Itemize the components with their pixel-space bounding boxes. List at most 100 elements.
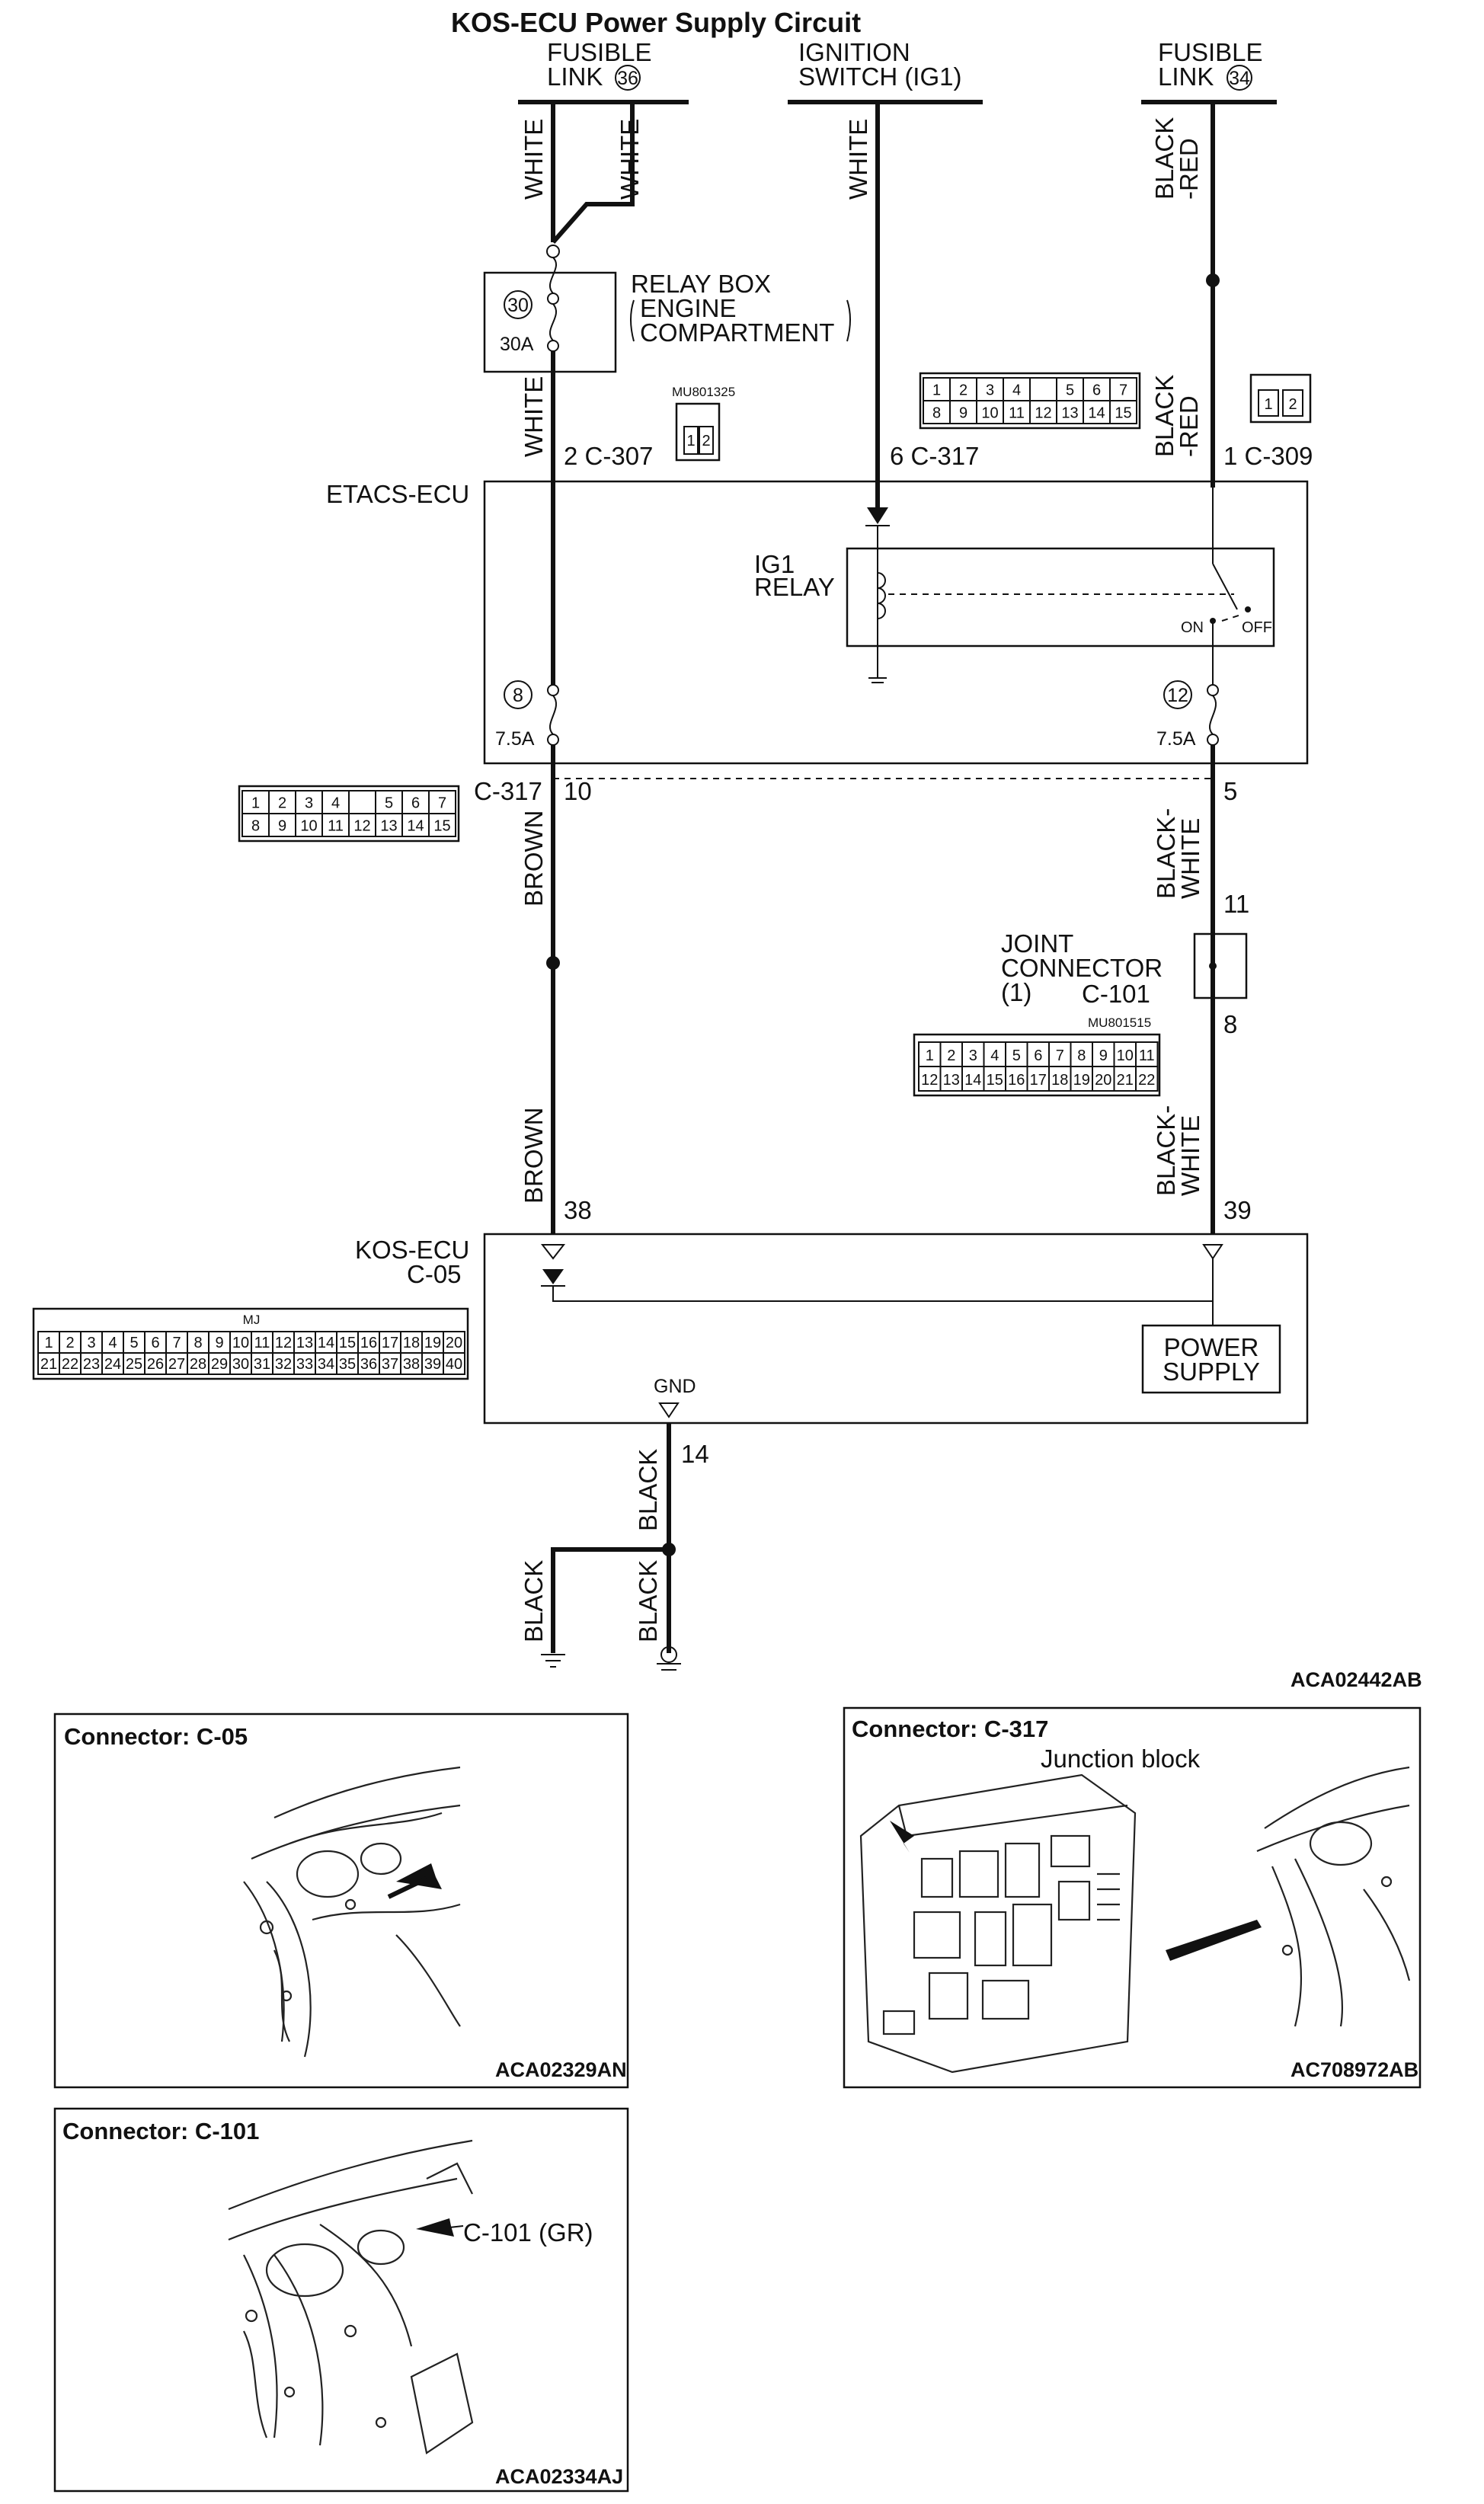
connector-pin-label: 3 — [305, 795, 313, 812]
connector-pin-label: 12 — [1035, 405, 1051, 422]
connector-pin-label: 5 — [1012, 1047, 1021, 1064]
connector-pin-label: 8 — [1077, 1047, 1086, 1064]
svg-text:Connector: C-05: Connector: C-05 — [64, 1723, 248, 1750]
connector-pin-label: 12 — [275, 1335, 292, 1351]
svg-text:1: 1 — [686, 433, 695, 449]
dashboard-illustration — [243, 1766, 461, 2058]
connector-pin-label: 36 — [360, 1356, 377, 1373]
connector-pin-cell — [428, 813, 456, 837]
connector-pin-label: 18 — [403, 1335, 420, 1351]
svg-text:36: 36 — [617, 68, 638, 89]
connector-pin-cell — [1029, 377, 1057, 401]
connector-pin-label: 5 — [130, 1335, 138, 1351]
connector-pin-label: 18 — [1051, 1072, 1068, 1089]
panel-connector-c101: Connector: C-101 C-101 (GR) ACA02334AJ — [53, 2107, 629, 2493]
connector-pin-label: 11 — [1009, 405, 1025, 422]
etacs-ecu: ETACS-ECU IG1 RELAY ON OFF 8 7.5A — [326, 480, 1309, 765]
connector-pin-label: 9 — [959, 405, 967, 422]
panel-connector-c05: Connector: C-05 ACA02329AN — [53, 1713, 629, 2089]
svg-text:C-05: C-05 — [407, 1260, 462, 1288]
connector-pin-label: 5 — [385, 795, 393, 812]
connector-pin-cell — [1109, 400, 1137, 424]
connector-pin-label: 15 — [339, 1335, 356, 1351]
connector-pin-label: 17 — [382, 1335, 398, 1351]
svg-text:SUPPLY: SUPPLY — [1163, 1358, 1260, 1386]
console-illustration — [228, 2139, 474, 2454]
svg-text:WHITE: WHITE — [844, 119, 872, 200]
svg-text:FUSIBLE: FUSIBLE — [547, 38, 652, 66]
svg-text:LINK: LINK — [547, 62, 603, 91]
diagram-title: KOS-ECU Power Supply Circuit — [451, 7, 861, 38]
connector-pin-label: 20 — [446, 1335, 462, 1351]
pin-10: 10 — [564, 777, 592, 805]
pin-8: 8 — [1223, 1010, 1237, 1038]
connector-pin-label: 1 — [926, 1047, 934, 1064]
connector-pin-label: 32 — [275, 1356, 292, 1373]
connector-pin-label: 6 — [151, 1335, 159, 1351]
connector-pin-cell — [443, 1352, 465, 1375]
connector-pin-label: 20 — [1095, 1072, 1111, 1089]
connector-pin-label: 15 — [1115, 405, 1131, 422]
connector-pin-label: 3 — [87, 1335, 95, 1351]
connector-pin-label: 6 — [1092, 382, 1101, 399]
svg-text:RELAY: RELAY — [754, 573, 835, 601]
connector-pin-label: 9 — [1099, 1047, 1108, 1064]
connector-pin-label: 14 — [1088, 405, 1105, 422]
connector-pin-label: 6 — [1034, 1047, 1042, 1064]
pin-5: 5 — [1223, 777, 1237, 805]
connector-pin-label: 9 — [278, 818, 286, 835]
svg-text:FUSIBLE: FUSIBLE — [1158, 38, 1263, 66]
svg-text:IGNITION: IGNITION — [798, 38, 910, 66]
connector-pin-label: 11 — [1139, 1047, 1155, 1064]
svg-text:WHITE: WHITE — [520, 376, 548, 457]
connector-pin-label: 8 — [193, 1335, 202, 1351]
connector-pin-label: 4 — [1012, 382, 1021, 399]
figure-code-main: ACA02442AB — [1291, 1668, 1422, 1691]
svg-text:AC708972AB: AC708972AB — [1291, 2058, 1418, 2081]
connector-pin-label: 2 — [278, 795, 286, 812]
svg-text:C-101 (GR): C-101 (GR) — [463, 2218, 593, 2247]
svg-text:-RED: -RED — [1175, 138, 1203, 200]
connector-pin-label: 29 — [211, 1356, 228, 1373]
svg-text:12: 12 — [1167, 685, 1188, 706]
connector-pin-label: 27 — [168, 1356, 185, 1373]
connector-pin-label: 24 — [104, 1356, 121, 1373]
connector-pin-label: 16 — [360, 1335, 377, 1351]
svg-text:JOINT: JOINT — [1001, 929, 1073, 958]
connector-pin-label: 12 — [921, 1072, 938, 1089]
svg-text:34: 34 — [1229, 68, 1250, 89]
svg-text:BLACK: BLACK — [1150, 375, 1179, 457]
connector-pin-label: 38 — [403, 1356, 420, 1373]
connector-pin-label: 2 — [947, 1047, 955, 1064]
connector-pin-label: 1 — [932, 382, 941, 399]
connector-pin-label: 1 — [44, 1335, 53, 1351]
svg-text:WHITE: WHITE — [1176, 1115, 1204, 1196]
connector-pin-label: 35 — [339, 1356, 356, 1373]
connector-pin-label: 15 — [433, 818, 450, 835]
svg-text:MU801325: MU801325 — [672, 385, 735, 399]
connector-pin-label: 31 — [254, 1356, 270, 1373]
connector-pin-label: 2 — [66, 1335, 74, 1351]
joint-connector: JOINT CONNECTOR (1) C-101 MU801515 — [1001, 929, 1248, 1030]
connector-pin-label: 15 — [987, 1072, 1003, 1089]
svg-text:BLACK: BLACK — [1150, 117, 1179, 200]
connector-pin-label: 19 — [424, 1335, 441, 1351]
source-ignition-switch: IGNITION SWITCH (IG1) — [788, 38, 983, 104]
connector-pin-cell — [1135, 1066, 1159, 1092]
connector-pin-label: 25 — [126, 1356, 142, 1373]
svg-text:LINK: LINK — [1158, 62, 1214, 91]
pin-c317-top: 6 C-317 — [890, 442, 979, 470]
connector-pin-label: 10 — [1117, 1047, 1134, 1064]
connector-pin-label: 21 — [40, 1356, 57, 1373]
svg-text:7.5A: 7.5A — [495, 728, 535, 750]
connector-pin-label: 7 — [172, 1335, 181, 1351]
pin-39: 39 — [1223, 1196, 1252, 1224]
connector-pin-label: 7 — [1119, 382, 1127, 399]
connector-mu801325: MU801325 1 2 — [672, 385, 735, 462]
svg-text:BLACK: BLACK — [634, 1560, 662, 1642]
connector-pin-label: 4 — [331, 795, 340, 812]
